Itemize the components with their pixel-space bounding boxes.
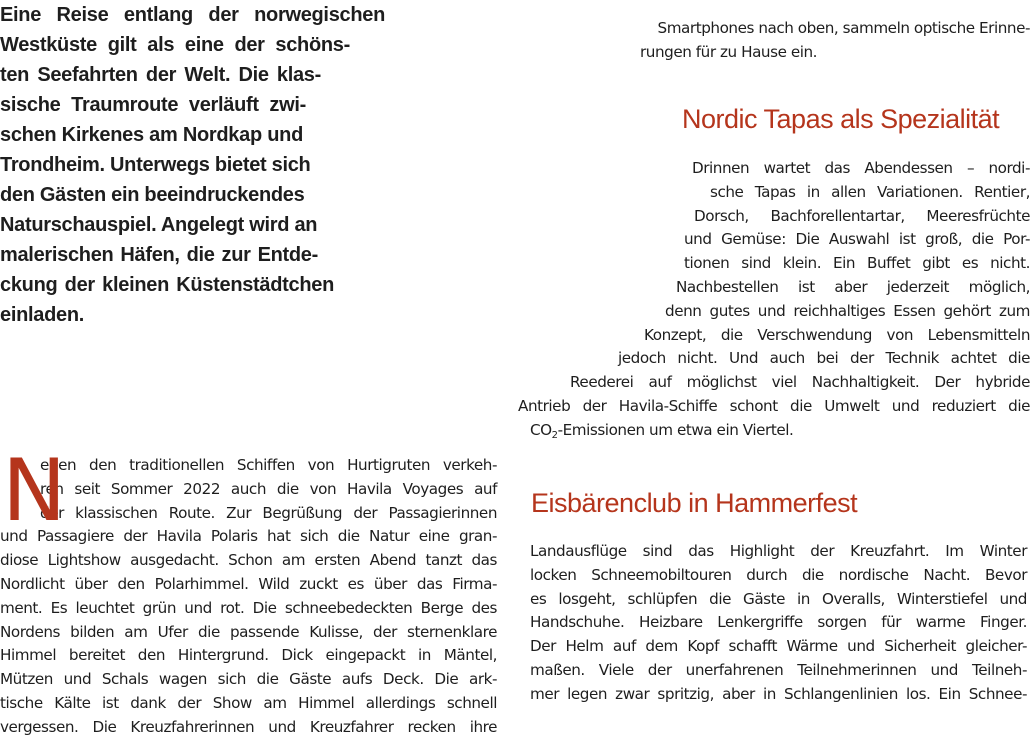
lead-line: Naturschauspiel. Angelegt wird an [0, 214, 318, 236]
body-line: es losgeht, schlüpfen die Gäste in Overa… [530, 589, 1027, 608]
body-line: der klassischen Route. Zur Begrüßung der… [40, 503, 497, 522]
lead-line: Westküste gilt als eine der schöns- [0, 34, 350, 56]
lead-line: malerischen Häfen, die zur Entde- [0, 244, 318, 266]
body-line: maßen. Viele der unerfahrenen Teilnehmer… [530, 660, 1027, 679]
tapas-paragraph: Drinnen wartet das Abendessen – nordi- s… [518, 157, 1030, 443]
body-line: Smartphones nach oben, sammeln optische … [657, 19, 1031, 37]
body-line: denn gutes und reichhaltiges Essen gehör… [665, 301, 1030, 320]
body-line: Himmel bereitet den Hintergrund. Dick ei… [0, 646, 497, 665]
body-line: Nordlicht über den Polarhimmel. Wild zuc… [0, 574, 497, 593]
body-line: locken Schneemobiltouren durch die nordi… [530, 565, 1027, 584]
lead-line: einladen. [0, 304, 84, 326]
lead-paragraph: Eine Reise entlang der norwegischen West… [0, 0, 392, 330]
body-line: Handschuhe. Heizbare Lenkergriffe sorgen… [530, 613, 1027, 632]
lead-line: Trondheim. Unterwegs bietet sich [0, 154, 311, 176]
hammerfest-paragraph: Landausflüge sind das Highlight der Kreu… [530, 540, 1030, 707]
body-line: Landausflüge sind das Highlight der Kreu… [530, 542, 1027, 560]
lead-line: schen Kirkenes am Nordkap und [0, 124, 303, 146]
body-line: eben den traditionellen Schiffen von Hur… [40, 456, 497, 474]
lead-line: ckung der kleinen Küstenstädtchen [0, 274, 334, 296]
body-line: Dorsch, Bachforellentartar, Meeresfrücht… [694, 206, 1030, 225]
lead-line: ten Seefahrten der Welt. Die klas- [0, 64, 321, 86]
lead-line: Eine Reise entlang der norwegischen [0, 4, 385, 26]
right-top-text: Smartphones nach oben, sammeln optische … [530, 17, 1030, 65]
body-line: sche Tapas in allen Variationen. Rentier… [710, 182, 1030, 201]
co2-text: CO [530, 420, 552, 439]
lead-line: sische Traumroute verläuft zwi- [0, 94, 306, 116]
body-line: diose Lightshow ausgedacht. Schon am ers… [0, 551, 497, 570]
body-line: Nachbestellen ist aber jederzeit möglich… [676, 277, 1030, 296]
body-line: tionen sind klein. Ein Buffet gibt es ni… [684, 254, 1030, 273]
body-line: jedoch nicht. Und auch bei der Technik a… [618, 349, 1030, 368]
drop-cap: N [2, 441, 66, 541]
body-line: ment. Es leuchtet grün und rot. Die schn… [0, 598, 497, 617]
lead-line: den Gästen ein beeindruckendes [0, 184, 305, 206]
section-heading-eisbaerenclub: Eisbärenclub in Hammerfest [531, 488, 858, 518]
left-body-text: N eben den traditionellen Schiffen von H… [0, 441, 500, 740]
co2-subscript: 2 [551, 429, 558, 441]
body-line: Der Helm auf dem Kopf schafft Wärme und … [530, 637, 1027, 656]
body-line: ren seit Sommer 2022 auch die von Havila… [40, 479, 497, 498]
body-line: Nordens bilden am Ufer die passende Kuli… [0, 622, 497, 641]
body-line: Drinnen wartet das Abendessen – nordi- [692, 159, 1030, 177]
body-line: Antrieb der Havila-Schiffe schont die Um… [518, 396, 1030, 415]
body-line: Konzept, die Verschwendung von Lebensmit… [644, 325, 1030, 344]
body-line: und Gemüse: Die Auswahl ist groß, die Po… [684, 230, 1030, 249]
body-line: rungen für zu Hause ein. [640, 42, 818, 61]
body-line: mer legen zwar spritzig, aber in Schlang… [530, 684, 1027, 703]
section-heading-nordic-tapas: Nordic Tapas als Spezialität [682, 104, 1000, 134]
body-line: Mützen und Schals wagen sich die Gäste a… [0, 670, 497, 689]
body-line: Reederei auf möglichst viel Nachhaltigke… [570, 373, 1030, 392]
body-line: tische Kälte ist dank der Show am Himmel… [0, 693, 497, 712]
body-line: und Passagiere der Havila Polaris hat si… [0, 527, 497, 546]
body-line: vergessen. Die Kreuzfahrerinnen und Kreu… [0, 717, 497, 736]
co2-suffix: -Emissionen um etwa ein Viertel. [557, 420, 794, 439]
body-line: CO2-Emissionen um etwa ein Viertel. [530, 419, 1030, 443]
